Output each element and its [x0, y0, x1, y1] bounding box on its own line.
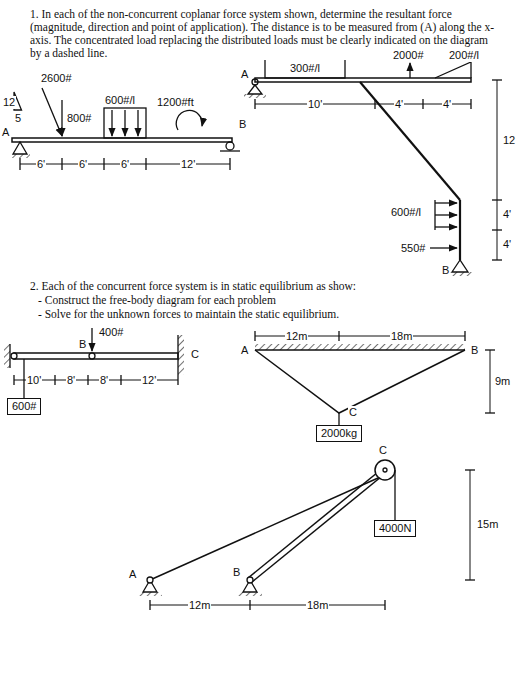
dimension-label: 800# [66, 112, 92, 125]
dimension-label: 12m [188, 599, 211, 612]
dimension-label: 12 [2, 96, 16, 109]
dimension-label: 12 [502, 134, 516, 147]
dimension-label: B [470, 344, 479, 357]
dimension-label: C [348, 406, 358, 419]
dimension-label: A [240, 68, 249, 81]
dimension-label: 6' [36, 158, 46, 171]
dimension-label: 200#/l [448, 49, 480, 62]
dimension-label: 550# [400, 242, 426, 255]
dimension-label: 4' [502, 208, 512, 221]
dimension-label: 4' [502, 238, 512, 251]
dimension-label: 12' [180, 158, 196, 171]
load-value: 600# [12, 400, 36, 412]
dimension-label: A [1, 126, 10, 139]
dimension-label: 6' [78, 158, 88, 171]
load-box: 600# [7, 398, 41, 415]
dimension-label: 400# [98, 326, 124, 339]
dimension-label: 4' [394, 98, 404, 111]
dimension-label: 12m [285, 330, 308, 343]
dimension-label: B [441, 264, 450, 277]
dimension-label: 2600# [40, 72, 73, 85]
dimension-label: 10' [26, 374, 42, 387]
dimension-label: 600#/l [104, 94, 136, 107]
dimension-label: 600#/l [390, 206, 422, 219]
dimension-label: 8' [66, 374, 76, 387]
dimension-label: 8' [99, 374, 109, 387]
dimension-label: 6' [120, 158, 130, 171]
load-value: 2000kg [321, 427, 357, 439]
dimension-label: 12' [141, 374, 157, 387]
dimension-label: C [190, 348, 200, 361]
dimension-label: B [232, 566, 241, 579]
dimension-label: 18m [306, 599, 329, 612]
problem-text: 2. Each of the concurrent force system i… [30, 280, 510, 293]
dimension-label: 2000# [392, 49, 425, 62]
dimension-label: 1200#ft [156, 96, 195, 109]
dimension-label: C [378, 444, 388, 457]
dimension-label: B [238, 118, 247, 131]
load-box: 2000kg [316, 425, 362, 442]
dimension-label: 300#/l [289, 62, 321, 75]
dimension-label: 9m [494, 375, 511, 388]
dimension-label: 5 [14, 112, 22, 125]
load-value: 4000N [379, 522, 411, 534]
load-box: 4000N [374, 520, 416, 537]
dimension-label: 4' [442, 98, 452, 111]
problem-text: - Solve for the unknown forces to mainta… [38, 308, 508, 321]
dimension-label: 10' [307, 98, 323, 111]
problem-text: 1. In each of the non-concurrent coplana… [30, 8, 500, 60]
dimension-label: A [128, 568, 137, 581]
dimension-label: A [240, 344, 249, 357]
dimension-label: 18m [390, 330, 413, 343]
dimension-label: B [78, 338, 87, 351]
problem-text: - Construct the free-body diagram for ea… [38, 294, 508, 307]
dimension-label: 15m [476, 518, 499, 531]
